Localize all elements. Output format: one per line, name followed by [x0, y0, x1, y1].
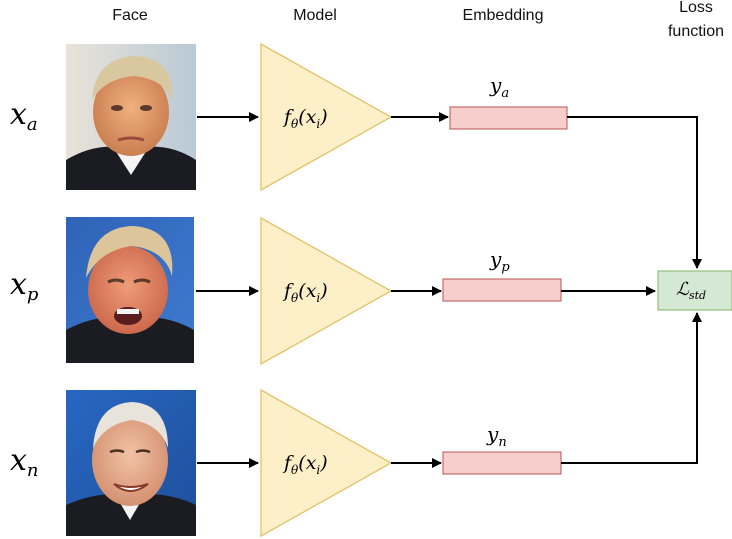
embedding-label-anchor: ya	[490, 73, 510, 101]
model-label-negative: fθ(xi)	[284, 452, 328, 477]
input-label-positive: xp	[10, 267, 39, 306]
face-photo-negative	[66, 390, 196, 536]
model-triangle-anchor	[260, 42, 393, 192]
arrow-embedding-to-loss-negative	[561, 312, 702, 464]
embedding-bar-anchor	[449, 106, 568, 130]
loss-label: ℒstd	[676, 279, 707, 303]
input-label-negative: xn	[10, 443, 39, 482]
header-loss-line2: function	[667, 23, 725, 40]
model-label-positive: fθ(xi)	[284, 280, 328, 305]
header-face: Face	[112, 7, 148, 24]
input-label-anchor: xa	[10, 97, 38, 136]
face-photo-positive	[66, 217, 194, 363]
model-triangle-negative	[260, 388, 393, 538]
embedding-label-negative: yn	[487, 422, 507, 450]
header-embedding: Embedding	[462, 7, 544, 24]
embedding-label-positive: yp	[490, 247, 510, 275]
embedding-bar-negative	[442, 451, 562, 475]
loss-box	[657, 270, 732, 311]
header-model: Model	[293, 7, 337, 24]
embedding-bar-positive	[442, 278, 562, 302]
model-triangle-positive	[260, 216, 393, 366]
header-loss-line1: Loss	[679, 0, 713, 16]
arrow-embedding-to-loss-anchor	[567, 116, 702, 269]
face-photo-anchor	[66, 44, 196, 190]
model-label-anchor: fθ(xi)	[284, 106, 328, 131]
